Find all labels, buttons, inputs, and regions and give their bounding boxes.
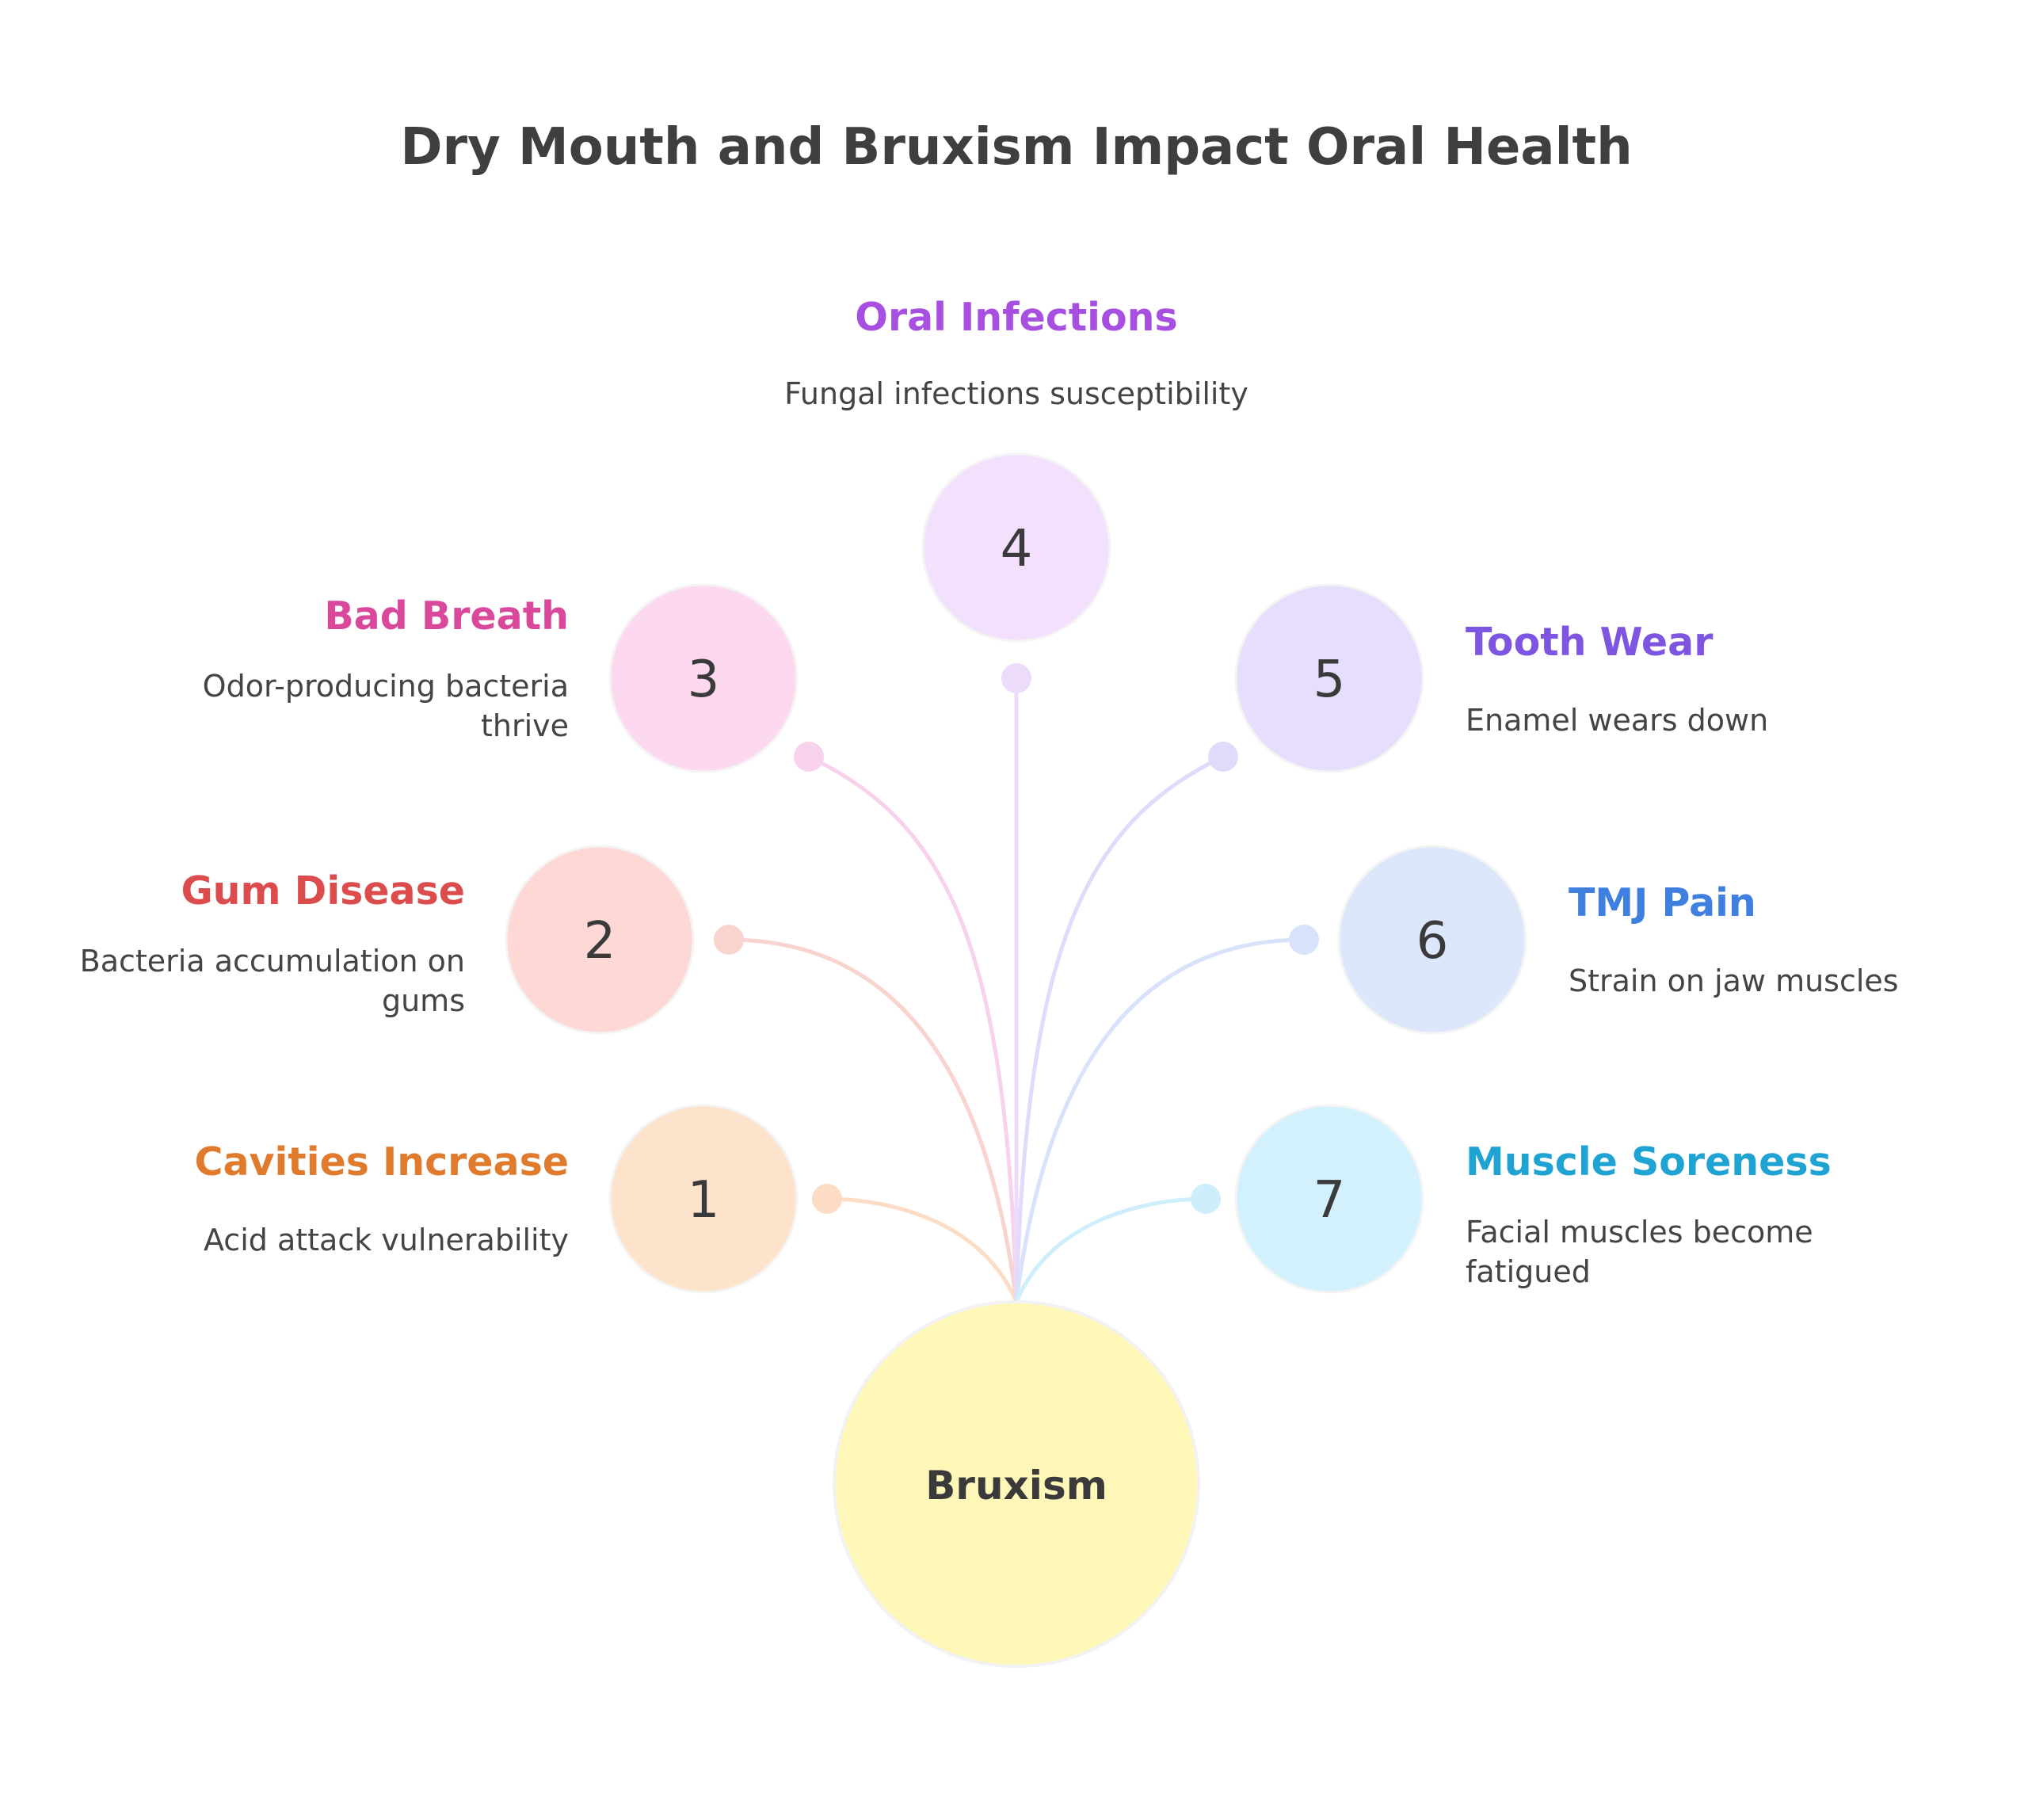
page-title: Dry Mouth and Bruxism Impact Oral Health bbox=[400, 118, 1632, 177]
item-description-7-line-2: fatigued bbox=[1466, 1254, 1591, 1289]
connector-dot-4 bbox=[1001, 663, 1031, 693]
node-circle-6 bbox=[1337, 845, 1527, 1035]
node-circle-2 bbox=[505, 845, 695, 1035]
connector-dot-7 bbox=[1191, 1184, 1221, 1214]
item-title-7: Muscle Soreness bbox=[1466, 1139, 1832, 1185]
item-description-5-line-1: Enamel wears down bbox=[1466, 703, 1768, 738]
connector-line-1 bbox=[825, 1196, 1019, 1304]
connector-dot-5 bbox=[1208, 742, 1238, 772]
item-title-6: TMJ Pain bbox=[1569, 880, 1756, 925]
node-number-4: 4 bbox=[1001, 520, 1033, 578]
node-number-5: 5 bbox=[1313, 651, 1346, 709]
node-circle-5 bbox=[1234, 583, 1424, 773]
item-description-6-line-1: Strain on jaw muscles bbox=[1569, 963, 1899, 998]
item-description-3-line-1: Odor-producing bacteria bbox=[203, 669, 569, 704]
item-title-5: Tooth Wear bbox=[1466, 620, 1714, 665]
connector-dot-1 bbox=[812, 1184, 842, 1214]
item-title-2: Gum Disease bbox=[181, 868, 465, 914]
node-circle-7 bbox=[1234, 1104, 1424, 1294]
nodes: 1 2 3 4 5 6 7 bbox=[505, 452, 1527, 1294]
connector-dot-2 bbox=[714, 925, 744, 955]
item-description-7-line-1: Facial muscles become bbox=[1466, 1215, 1813, 1250]
node-number-7: 7 bbox=[1313, 1171, 1346, 1230]
node-number-6: 6 bbox=[1416, 912, 1449, 971]
node-circle-1 bbox=[608, 1104, 799, 1294]
node-number-2: 2 bbox=[584, 912, 616, 971]
connector-line-3 bbox=[806, 754, 1019, 1304]
item-description-3-line-2: thrive bbox=[481, 708, 569, 743]
item-title-3: Bad Breath bbox=[324, 593, 569, 639]
connectors bbox=[714, 663, 1319, 1304]
center-node bbox=[833, 1300, 1200, 1668]
node-circle-4 bbox=[921, 452, 1111, 643]
item-description-2-line-2: gums bbox=[382, 983, 465, 1018]
connector-line-7 bbox=[1014, 1196, 1208, 1304]
item-description-1-line-1: Acid attack vulnerability bbox=[204, 1223, 569, 1257]
connector-line-5 bbox=[1014, 754, 1226, 1304]
node-number-3: 3 bbox=[688, 651, 720, 709]
connector-dot-6 bbox=[1289, 925, 1319, 955]
center-label: Bruxism bbox=[925, 1463, 1107, 1509]
item-title-1: Cavities Increase bbox=[195, 1139, 569, 1185]
connector-line-6 bbox=[1014, 937, 1306, 1304]
node-number-1: 1 bbox=[688, 1171, 720, 1230]
connector-line-2 bbox=[726, 937, 1019, 1304]
node-circle-3 bbox=[608, 583, 799, 773]
item-description-2-line-1: Bacteria accumulation on bbox=[80, 944, 465, 979]
connector-dot-3 bbox=[794, 742, 824, 772]
item-description-4-line-1: Fungal infections susceptibility bbox=[784, 376, 1248, 411]
item-title-4: Oral Infections bbox=[855, 295, 1177, 340]
